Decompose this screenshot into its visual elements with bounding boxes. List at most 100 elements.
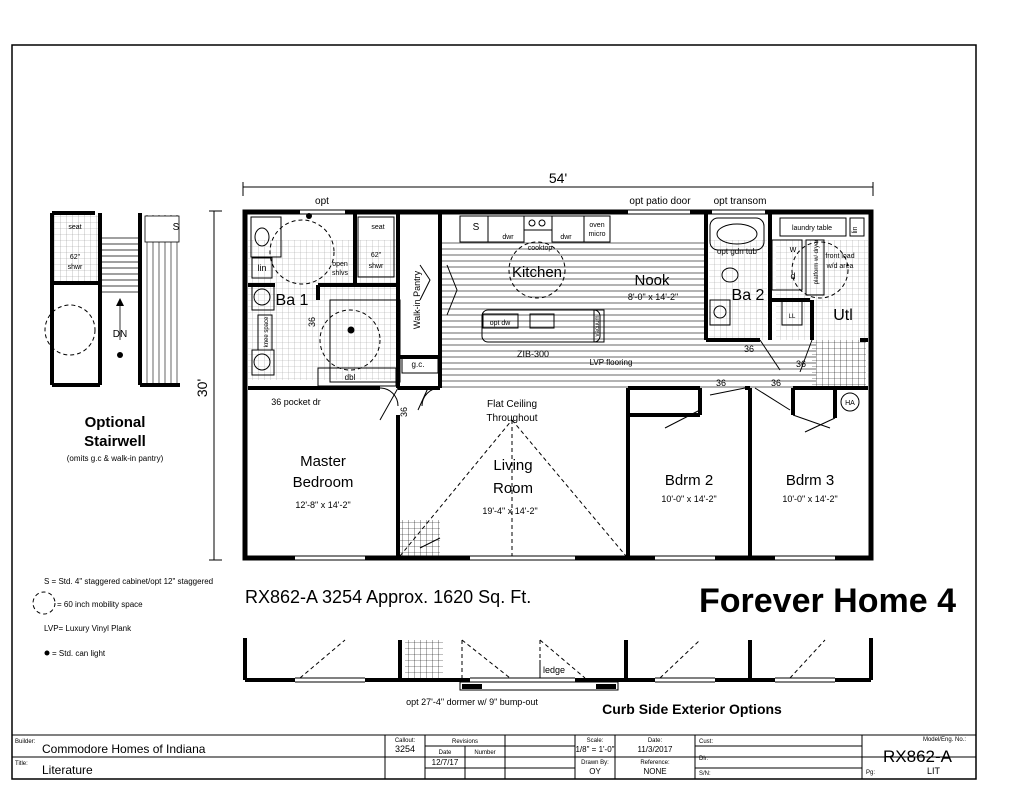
tb-reference-label: Reference: [640, 760, 670, 766]
tb-date-value: 11/3/2017 [638, 745, 674, 754]
note-open: open [332, 261, 348, 268]
tb-drawn-value: OY [589, 767, 601, 776]
legend-s-note: S = Std. 4" staggered cabinet/opt 12" st… [44, 577, 213, 586]
tb-scale-value: 1/8" = 1'-0" [575, 745, 614, 754]
stair-s-mark: S [173, 222, 180, 233]
tb-revisions-label: Revisions [452, 739, 478, 745]
legend: S = Std. 4" staggered cabinet/opt 12" st… [32, 577, 213, 658]
note-dwr-1: dwr [502, 234, 514, 241]
room-bdrm2-size: 10'-0" x 14'-2" [661, 494, 716, 504]
tb-dlr-label: Dlr: [699, 756, 709, 762]
tb-reference-value: NONE [643, 767, 666, 776]
title-block: Builder: Commodore Homes of Indiana Titl… [11, 734, 977, 780]
legend-can-light: = Std. can light [52, 649, 106, 658]
legend-lvp: LVP= Luxury Vinyl Plank [44, 624, 132, 633]
room-living-1: Living [493, 457, 532, 474]
room-master-size: 12'-8" x 14'-2" [295, 500, 350, 510]
note-shlvs: shlvs [332, 270, 348, 277]
note-opt-gdn-tub: opt gdn tub [717, 247, 758, 256]
note-36-bdrm2: 36 [716, 378, 726, 388]
tb-title-label: Title: [15, 761, 28, 767]
overall-depth-label: 30' [194, 379, 210, 397]
room-ba2: Ba 2 [732, 287, 765, 304]
note-dbl: dbl [345, 373, 356, 382]
note-s-mark: S [473, 222, 480, 233]
room-bdrm3: Bdrm 3 [786, 472, 834, 489]
room-bdrm2: Bdrm 2 [665, 472, 713, 489]
note-seat-ba1: seat [371, 224, 384, 231]
tb-rev-date: 12/7/17 [432, 758, 459, 767]
room-master-2: Bedroom [293, 474, 354, 491]
note-oven: oven [589, 222, 604, 229]
tb-callout-value: 3254 [395, 744, 415, 754]
note-laundry-table: laundry table [792, 225, 832, 232]
sheet-border [11, 44, 977, 780]
note-shwr-size-ba1: 62" [371, 252, 382, 259]
optional-stairwell-plan: S seat 62" shwr DN Optional Stairwell (o… [44, 211, 181, 463]
note-zib: ZIB-300 [517, 349, 549, 359]
tb-date-col: Date [439, 750, 452, 756]
note-throughout: Throughout [486, 413, 537, 424]
curb-side-elevation: ledge opt 27'-4" dormer w/ 9" bump-out C… [243, 638, 873, 717]
tb-snr-label: S/N: [699, 771, 711, 777]
note-knee-space: knee space [264, 316, 270, 347]
overall-width-dimension: 54' [242, 170, 874, 196]
curb-title: Curb Side Exterior Options [602, 701, 782, 717]
stair-shwr-size: 62" [70, 254, 81, 261]
tb-builder-value: Commodore Homes of Indiana [42, 742, 206, 756]
tb-title-value: Literature [42, 763, 93, 777]
room-nook: Nook [634, 272, 670, 289]
tb-number-col: Number [474, 750, 495, 756]
note-lin: lin [257, 263, 266, 273]
note-lin-right: lin [852, 226, 859, 233]
note-dwr-2: dwr [560, 234, 572, 241]
room-ba1: Ba 1 [276, 292, 309, 309]
room-living-size: 19'-4" x 14'-2" [482, 506, 537, 516]
legend-mobility-icon [32, 591, 56, 615]
stair-seat: seat [68, 224, 81, 231]
legend-mobility: = 60 inch mobility space [57, 600, 143, 609]
note-ll: LL [789, 314, 796, 320]
note-opt-transom: opt transom [714, 196, 767, 207]
tb-scale-label: Scale: [587, 738, 604, 744]
tb-model-value: RX862-A [883, 747, 953, 766]
note-dormer: opt 27'-4" dormer w/ 9" bump-out [406, 697, 538, 707]
tb-date-label: Date: [648, 738, 663, 744]
stair-shwr: shwr [68, 264, 83, 271]
tb-model-label: Model/Eng. No.: [923, 737, 966, 743]
note-shwr-ba1: shwr [369, 263, 384, 270]
room-nook-size: 8'-0" x 14'-2" [628, 292, 678, 302]
note-opt-patio-door: opt patio door [629, 196, 691, 207]
tb-callout-label: Callout: [395, 738, 416, 744]
note-36-hall: 36 [744, 344, 754, 354]
note-flat-ceiling: Flat Ceiling [487, 399, 537, 410]
room-utl: Utl [833, 307, 853, 324]
brand-title: Forever Home 4 [699, 582, 956, 620]
note-36-ba1: 36 [307, 317, 317, 327]
tb-pg-value: LIT [927, 766, 941, 776]
stair-dn: DN [113, 329, 127, 340]
overall-width-label: 54' [549, 170, 567, 186]
note-w: w [789, 244, 797, 254]
note-cooktop: cooktop [528, 245, 553, 252]
note-ha: HA [845, 400, 855, 407]
overall-depth-dimension: 30' [194, 210, 222, 561]
note-pocket: 36 pocket dr [271, 397, 321, 407]
main-floor-plan: opt opt patio door opt transom seat 62" … [242, 196, 874, 561]
note-36-master: 36 [399, 407, 409, 417]
note-micro: micro [588, 231, 605, 238]
note-walkin-pantry: Walk-in Pantry [412, 270, 422, 329]
note-opt-top: opt [315, 196, 329, 207]
stair-subtitle: (omits g.c & walk-in pantry) [67, 454, 164, 463]
tb-drawn-label: Drawn By: [581, 760, 609, 766]
note-lvp-flooring: LVP flooring [590, 358, 633, 367]
note-d: d [790, 271, 795, 281]
note-opt-dw: opt dw [490, 320, 512, 327]
room-living-2: Room [493, 480, 533, 497]
tb-builder-label: Builder: [15, 739, 36, 745]
note-platform: platform w/ dryer [814, 240, 820, 285]
stair-title-1: Optional [85, 414, 146, 431]
note-gc: g.c. [412, 360, 425, 369]
mobility-space-ba1 [269, 219, 335, 285]
